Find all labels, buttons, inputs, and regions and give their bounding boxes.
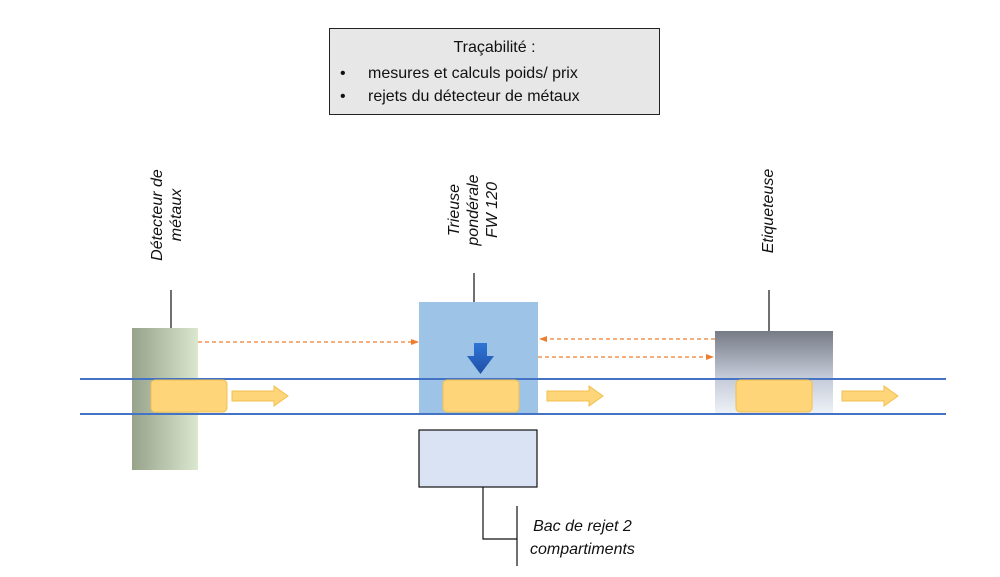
flow-arrow-1	[231, 385, 289, 407]
traceability-title: Traçabilité :	[453, 39, 536, 56]
traceability-item: •rejets du détecteur de métaux	[340, 85, 580, 108]
reject-bin-label: Bac de rejet 2 compartiments	[530, 518, 635, 558]
product-at-checkweigher	[442, 379, 520, 413]
bullet-icon: •	[340, 65, 346, 82]
product-at-metal-detector	[150, 379, 228, 413]
traceability-list: •mesures et calculs poids/ prix •rejets …	[340, 62, 580, 108]
flow-arrow-2	[546, 385, 604, 407]
product-at-labeler	[735, 379, 813, 413]
traceability-item: •mesures et calculs poids/ prix	[340, 62, 580, 85]
reject-bin	[418, 429, 538, 488]
traceability-box: Traçabilité : •mesures et calculs poids/…	[329, 28, 660, 115]
flow-arrow-3	[841, 385, 899, 407]
weighing-arrow-icon	[467, 343, 494, 374]
bullet-icon: •	[340, 88, 346, 105]
labeler-label: Etiqueteuse	[760, 168, 777, 254]
reject-bin-leader	[482, 487, 517, 540]
checkweigher-label: Trieuse pondérale FW 120	[446, 174, 501, 246]
metal-detector-label: Détecteur de métaux	[149, 169, 185, 261]
